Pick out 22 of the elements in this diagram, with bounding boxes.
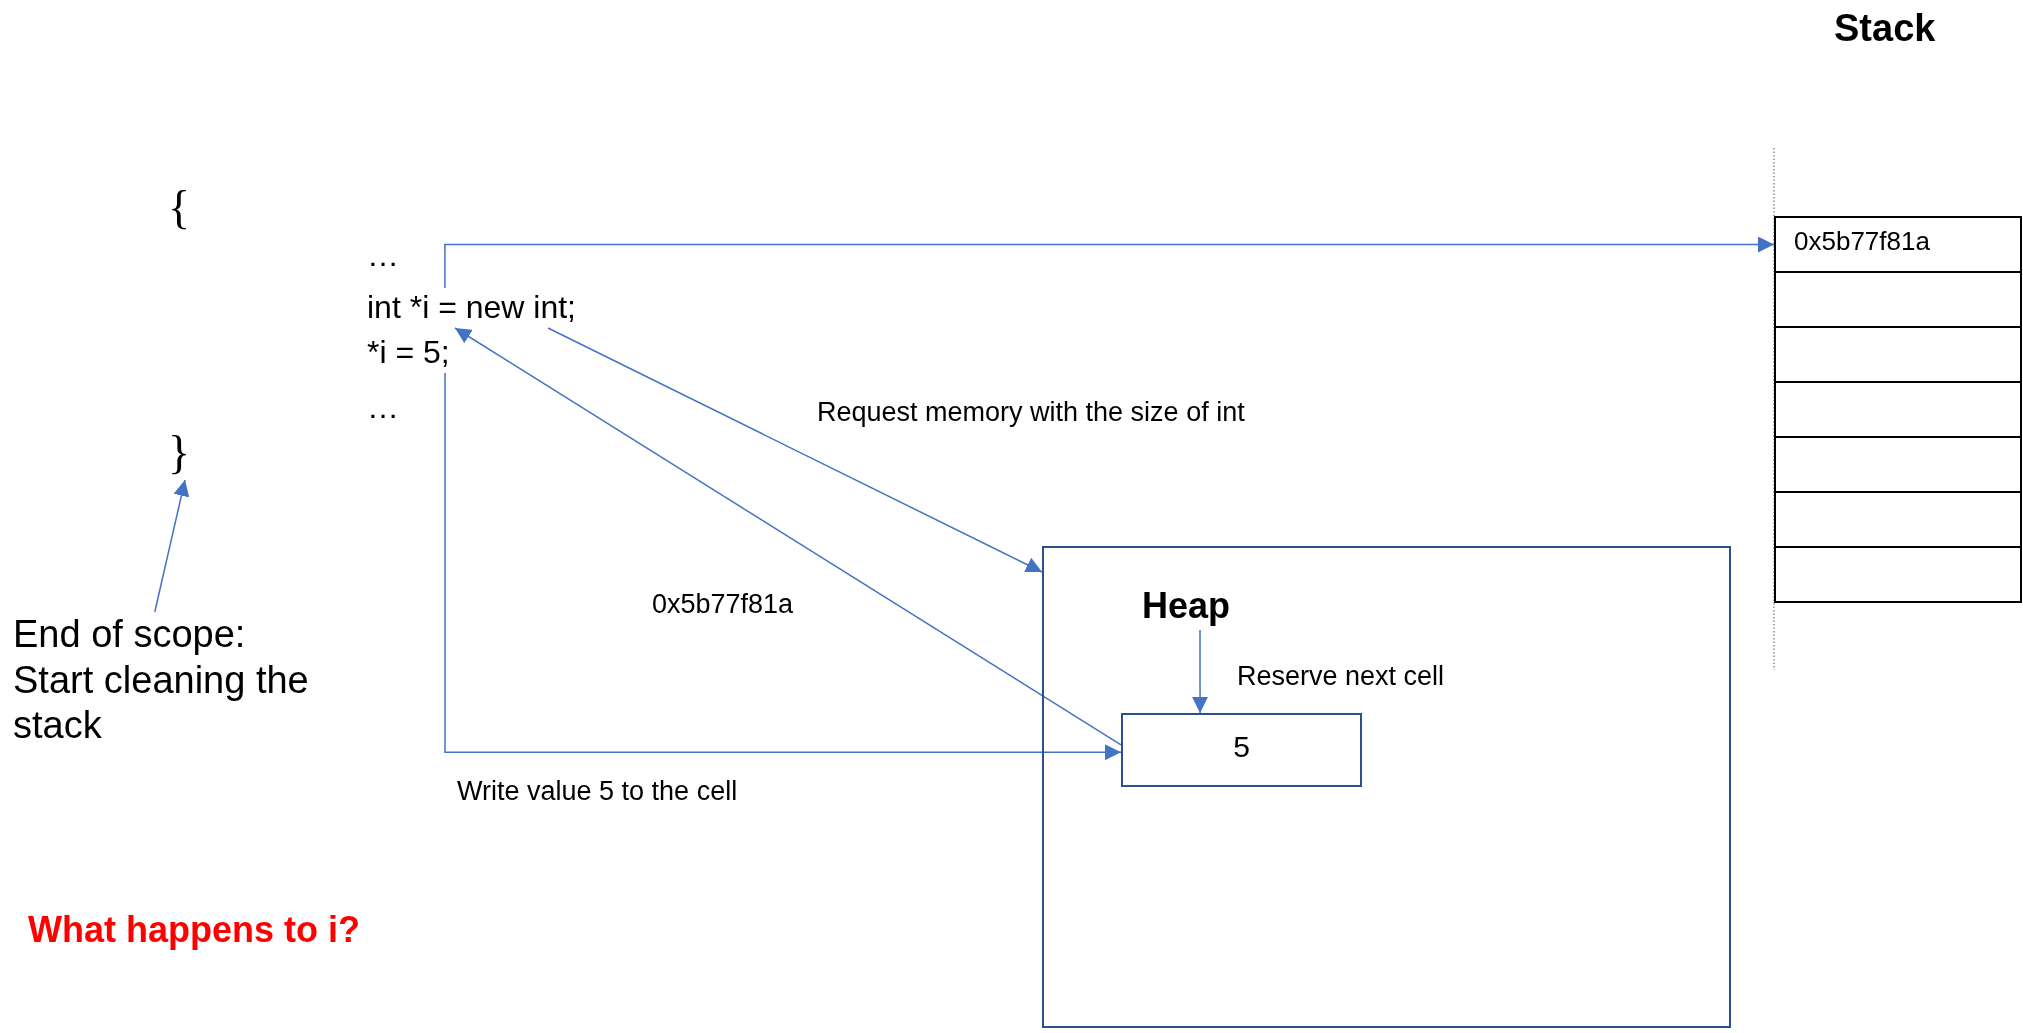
ellipsis-text: …: [367, 236, 417, 276]
arrow: [547, 327, 1043, 573]
stack-cell: [1774, 491, 2022, 548]
closing-brace: }: [168, 425, 202, 480]
stack-cell: [1774, 271, 2022, 328]
arrow: [154, 479, 190, 613]
code-line: *i = 5;: [367, 333, 487, 373]
stack-cell: [1774, 381, 2022, 438]
note-text: End of scope: Start cleaning the stack: [13, 612, 328, 762]
heap-heading: Heap: [1138, 584, 1262, 630]
stack-cell: [1774, 326, 2022, 383]
stack-cell: [1774, 546, 2022, 603]
arrow: [1192, 629, 1209, 714]
ellipsis-text: …: [367, 388, 417, 428]
opening-brace: {: [168, 180, 202, 235]
arrow: [444, 236, 1775, 289]
heap-box: [1042, 546, 1731, 1028]
stack-cell: [1774, 436, 2022, 493]
code-line: int *i = new int;: [367, 288, 632, 328]
stack-heading: Stack: [1834, 6, 1936, 51]
stack-cell: 0x5b77f81a: [1774, 216, 2022, 273]
heap-cell: 5: [1121, 713, 1362, 787]
